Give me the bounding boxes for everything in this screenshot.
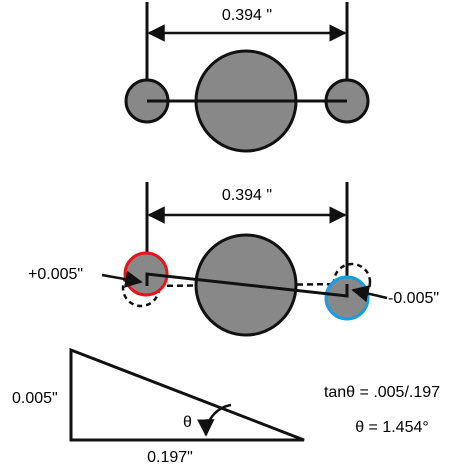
middle-assembly: 0.394 " +0.005" -0.005" [28,182,439,337]
top-dimension-label: 0.394 " [222,7,272,24]
angle-arc [197,403,232,437]
right-shifted-pin [324,275,370,321]
middle-dimension-label: 0.394 " [222,187,272,204]
left-offset-leader [101,270,143,288]
right-triangle [69,347,305,442]
triangle-base-label: 0.197" [147,449,193,466]
theta-result: θ = 1.454° [355,419,429,436]
angle-triangle: 0.005" 0.197" θ [12,347,305,466]
triangle-height-label: 0.005" [12,390,58,407]
right-offset-leader [351,285,388,303]
top-assembly: 0.394 " [124,2,370,153]
right-offset-label: -0.005" [388,290,439,307]
left-offset-label: +0.005" [28,266,83,283]
tilted-bar [145,272,349,298]
angle-symbol: θ [183,414,192,431]
tan-equation: tanθ = .005/.197 [324,384,440,401]
equations: tanθ = .005/.197 θ = 1.454° [324,384,440,436]
